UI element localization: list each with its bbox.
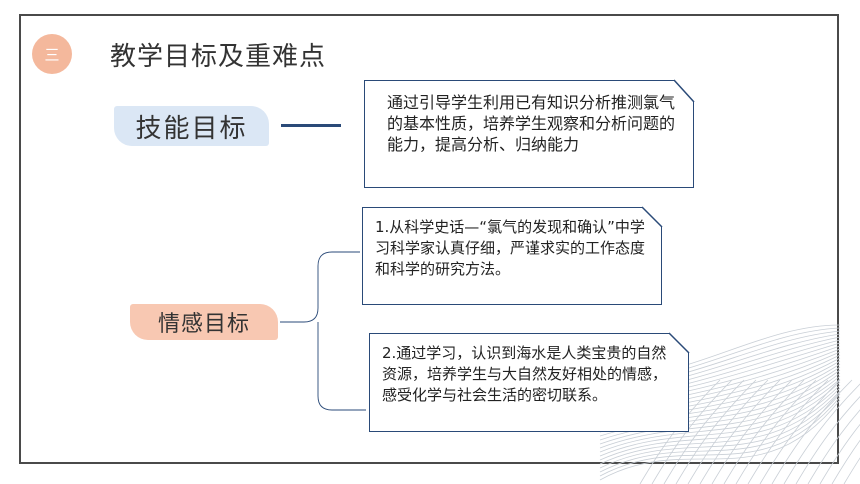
skill-goal-label: 技能目标 <box>114 106 269 146</box>
section-number-badge: 三 <box>32 34 72 74</box>
skill-goal-text: 通过引导学生利用已有知识分析推测氯气的基本性质，培养学生观察和分析问题的能力，提… <box>364 80 694 188</box>
emotion-goal-label: 情感目标 <box>130 304 278 340</box>
connector-line <box>281 124 341 127</box>
emotion-goal-item-2: 2.通过学习，认识到海水是人类宝贵的自然资源，培养学生与大自然友好相处的情感，感… <box>369 333 689 432</box>
emotion-goal-item-1: 1.从科学史话—“氯气的发现和确认”中学习科学家认真仔细，严谨求实的工作态度和科… <box>362 207 662 305</box>
page-title: 教学目标及重难点 <box>110 42 327 72</box>
